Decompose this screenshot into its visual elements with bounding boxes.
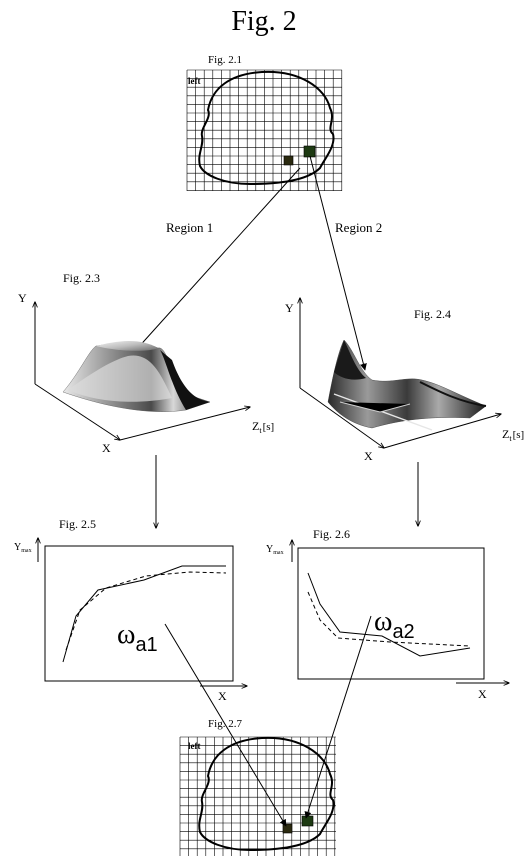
fig27-grid: [179, 736, 336, 856]
region1-arrow: [135, 167, 301, 351]
fig24-z-axis: [383, 414, 501, 449]
region2-label: Region 2: [335, 220, 382, 235]
fig26-label: Fig. 2.6: [313, 527, 350, 541]
fig24-z-main: Z: [502, 427, 509, 441]
fig21-brain-outline: [198, 70, 335, 186]
fig23-z-main: Z: [252, 419, 259, 433]
fig21-region1-marker: [283, 155, 294, 166]
fig24-label: Fig. 2.4: [414, 307, 451, 321]
fig23-x-axis: [34, 383, 120, 440]
fig27-left-label: left: [188, 741, 201, 751]
fig24-z-unit: [s]: [513, 429, 525, 441]
fig26-y-sub: max: [273, 550, 283, 556]
fig25-y-sub: max: [21, 548, 31, 554]
fig26-y-label: Ymax: [266, 544, 284, 556]
fig25-y-main: Y: [14, 542, 21, 553]
fig25-dashed-curve: [65, 571, 227, 651]
fig26-omega-symbol: ω: [374, 606, 392, 637]
fig25-omega-symbol: ω: [117, 619, 135, 650]
fig25-solid-curve: [62, 565, 226, 663]
fig24-surface: [327, 339, 487, 431]
fig26-x-label: X: [478, 687, 487, 701]
fig24-y-axis-label: Y: [285, 301, 294, 315]
fig26-y-main: Y: [266, 544, 273, 555]
region2-arrow: [309, 155, 367, 371]
fig27-region1-marker: [282, 823, 293, 834]
fig24-z-axis-label: Zt[s]: [502, 427, 524, 443]
fig27-brain-outline: [198, 736, 335, 852]
fig21-left-label: left: [188, 76, 201, 86]
fig26-omega-sub: a2: [392, 621, 414, 643]
fig25-plot-frame: [44, 545, 234, 682]
fig23-surface: [62, 341, 211, 412]
fig23-label: Fig. 2.3: [63, 271, 100, 285]
fig26-omega: ωa2: [374, 606, 415, 643]
fig25-x-label: X: [218, 689, 227, 703]
fig25-omega: ωa1: [117, 619, 158, 656]
fig26-dashed-curve: [307, 591, 471, 647]
fig23-z-axis-label: Zt[s]: [252, 419, 274, 435]
fig23-x-axis-label: X: [102, 441, 111, 455]
fig23-z-sub: t: [259, 426, 262, 435]
fig25-label: Fig. 2.5: [59, 517, 96, 531]
fig26-solid-curve: [307, 572, 471, 657]
omega-a1-arrow: [164, 623, 287, 827]
fig27-region2-marker: [301, 815, 314, 827]
fig21-label: Fig. 2.1: [208, 54, 242, 66]
fig26-plot-frame: [297, 547, 485, 680]
fig24-x-axis: [299, 387, 384, 448]
figure-title: Fig. 2: [231, 6, 296, 37]
fig24-z-sub: t: [509, 434, 512, 443]
fig23-z-unit: [s]: [263, 421, 275, 433]
fig21-grid: [186, 69, 343, 191]
region1-label: Region 1: [166, 220, 213, 235]
omega-a2-arrow: [304, 615, 372, 819]
fig24-x-axis-label: X: [364, 449, 373, 463]
fig21-region2-marker: [303, 145, 316, 158]
fig23-y-axis-label: Y: [18, 291, 27, 305]
fig23-z-axis: [119, 407, 250, 441]
fig25-omega-sub: a1: [135, 634, 157, 656]
fig25-y-label: Ymax: [14, 542, 32, 554]
